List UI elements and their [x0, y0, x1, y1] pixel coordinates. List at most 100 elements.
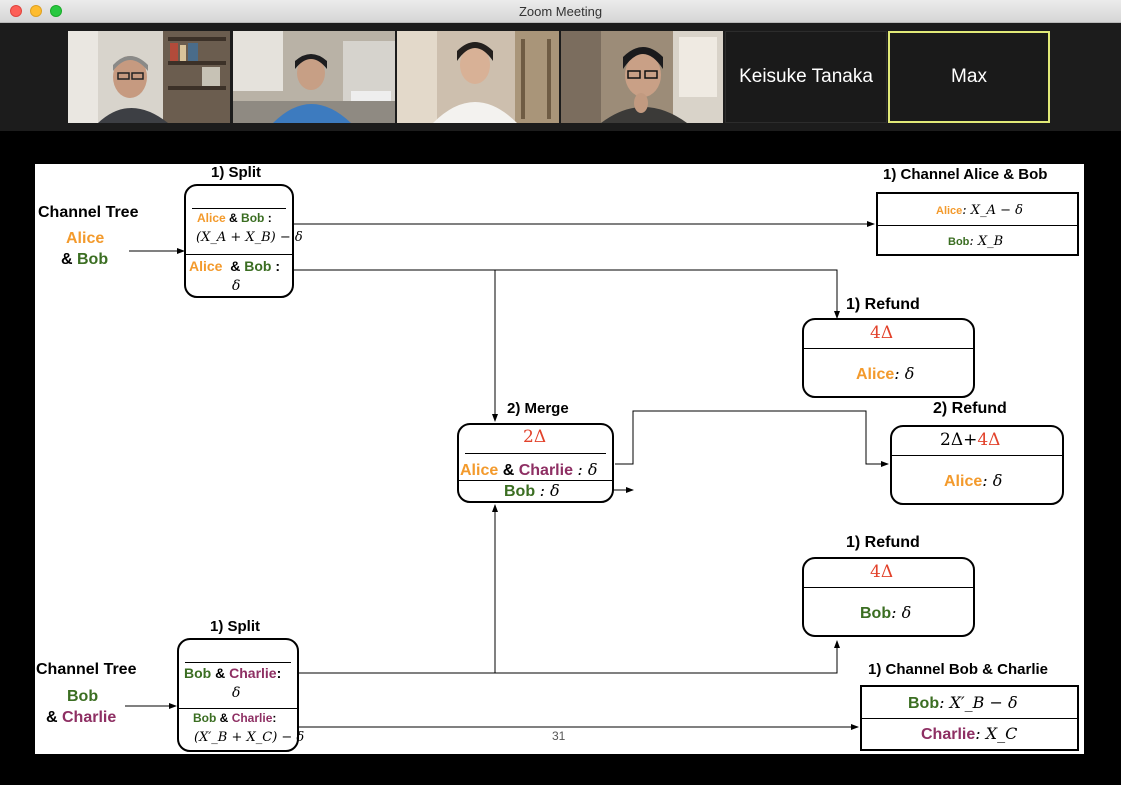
arrow-split-to-refund1: [294, 269, 840, 319]
bob-label: Bob: [908, 695, 940, 712]
tree-bc-label: & Charlie: [46, 709, 116, 727]
channel-ab-row1: Alice: X_A − δ: [936, 202, 1023, 218]
close-window-button[interactable]: [10, 5, 22, 17]
formula: : δ: [539, 481, 560, 500]
split-title-bottom: 1) Split: [210, 618, 261, 635]
refund2-title: 2) Refund: [933, 400, 1007, 417]
participant-name-tile[interactable]: Keisuke Tanaka: [725, 31, 887, 123]
participant-video: [68, 31, 230, 123]
ampersand: &: [502, 462, 515, 479]
formula: : X_A − δ: [962, 203, 1023, 218]
refund1-box: 4Δ Alice: δ: [802, 318, 975, 398]
charlie-label: Charlie: [229, 665, 277, 681]
participant-name: Keisuke Tanaka: [739, 66, 873, 87]
channel-ab-title: 1) Channel Alice & Bob: [883, 166, 1048, 183]
participant-video-tile[interactable]: [68, 31, 230, 123]
participant-video-tile[interactable]: [233, 31, 395, 123]
split-bottom-row2-formula: (X′_B + X_C) − δ: [194, 730, 305, 745]
window-title: Zoom Meeting: [518, 4, 603, 19]
bob-label: Bob: [241, 211, 265, 225]
split-box-bottom: Bob & Charlie: δ Bob & Charlie: (X′_B + …: [177, 638, 304, 752]
formula: : δ: [577, 460, 598, 479]
minimize-window-button[interactable]: [30, 5, 42, 17]
alice-label: Alice: [936, 205, 963, 217]
ampersand: &: [46, 709, 62, 726]
arrow-split-to-refund3: [299, 640, 840, 674]
split-box-top: Alice & Bob : (X_A + X_B) − δ Alice & Bo…: [184, 184, 303, 298]
participant-video: [561, 31, 723, 123]
window-titlebar: Zoom Meeting: [0, 0, 1121, 23]
channel-bc-row1: Bob: X′_B − δ: [908, 693, 1018, 713]
divider: [179, 708, 297, 709]
merge-timeout: 2Δ: [523, 427, 547, 447]
split-bottom-row1-label: Bob & Charlie:: [184, 665, 281, 681]
split-top-row1-label: Alice & Bob :: [197, 211, 272, 225]
refund3-box: 4Δ Bob: δ: [802, 557, 975, 637]
formula: : X′_B − δ: [939, 693, 1018, 712]
participant-video-tile[interactable]: [561, 31, 723, 123]
ampersand: &: [230, 258, 241, 274]
bob-label: Bob: [244, 258, 272, 274]
merge-row1: Alice & Charlie : δ: [460, 460, 598, 480]
participant-name-tile-active-speaker[interactable]: Max: [888, 31, 1050, 123]
alice-label: Alice: [856, 366, 895, 383]
channel-tree-title-bottom: Channel Tree: [36, 661, 137, 678]
shared-screen: Channel Tree Alice & Bob 1) Split Alice …: [0, 131, 1121, 785]
channel-bc-title: 1) Channel Bob & Charlie: [868, 661, 1049, 678]
bob-label: Bob: [184, 665, 212, 681]
divider: [465, 453, 606, 454]
maximize-window-button[interactable]: [50, 5, 62, 17]
refund2-timeout: 2Δ+4Δ: [940, 430, 1000, 450]
ampersand: &: [219, 711, 229, 725]
ampersand: &: [229, 211, 238, 225]
formula: : X_B: [969, 234, 1004, 249]
alice-label: Alice: [460, 462, 499, 479]
timeout-black: 2Δ+: [940, 430, 978, 450]
refund2-row: Alice: δ: [944, 471, 1002, 491]
colon: :: [275, 258, 281, 274]
divider: [862, 718, 1077, 719]
tree-ab-label: & Bob: [61, 251, 108, 269]
participant-video-tile[interactable]: [397, 31, 559, 123]
participant-video: [233, 31, 395, 123]
charlie-label: Charlie: [921, 726, 976, 743]
formula: : δ: [894, 364, 915, 383]
presentation-slide: Channel Tree Alice & Bob 1) Split Alice …: [35, 164, 1084, 754]
merge-title: 2) Merge: [507, 400, 569, 417]
channel-bc-box: Bob: X′_B − δ Charlie: X_C: [860, 685, 1079, 751]
split-top-row2-formula: δ: [232, 278, 241, 294]
divider: [804, 348, 973, 349]
refund1-title: 1) Refund: [846, 296, 920, 313]
split-top-row2-label: Alice & Bob :: [189, 258, 280, 274]
channel-tree-title-top: Channel Tree: [38, 204, 139, 221]
split-bottom-row1-formula: δ: [232, 685, 241, 701]
tree-charlie-label: Charlie: [62, 709, 117, 726]
refund2-box: 2Δ+4Δ Alice: δ: [890, 425, 1064, 505]
diagram-connectors: [125, 221, 889, 730]
split-title-top: 1) Split: [211, 164, 262, 181]
bob-label: Bob: [504, 483, 536, 500]
colon: :: [276, 665, 282, 681]
alice-label: Alice: [944, 473, 983, 490]
participant-video: [397, 31, 559, 123]
refund3-row: Bob: δ: [860, 603, 911, 623]
alice-label: Alice: [197, 211, 226, 225]
charlie-label: Charlie: [231, 711, 273, 725]
split-bottom-row2-label: Bob & Charlie:: [193, 711, 276, 725]
bob-label: Bob: [860, 605, 892, 622]
divider: [459, 480, 612, 481]
participant-name: Max: [951, 66, 987, 87]
bob-label: Bob: [193, 711, 217, 725]
timeout-red: 4Δ: [977, 430, 1001, 450]
formula: : δ: [982, 471, 1003, 490]
arrow-merge-to-refund2: [615, 410, 889, 467]
tree-bob-label: Bob: [77, 251, 109, 268]
divider: [804, 587, 973, 588]
split-top-row1-formula: (X_A + X_B) − δ: [196, 230, 303, 245]
merge-box: 2Δ Alice & Charlie : δ Bob : δ: [457, 423, 614, 503]
ampersand: &: [215, 665, 226, 681]
divider: [186, 254, 292, 255]
refund3-timeout: 4Δ: [870, 562, 894, 582]
colon: :: [272, 711, 277, 725]
alice-label: Alice: [189, 258, 223, 274]
